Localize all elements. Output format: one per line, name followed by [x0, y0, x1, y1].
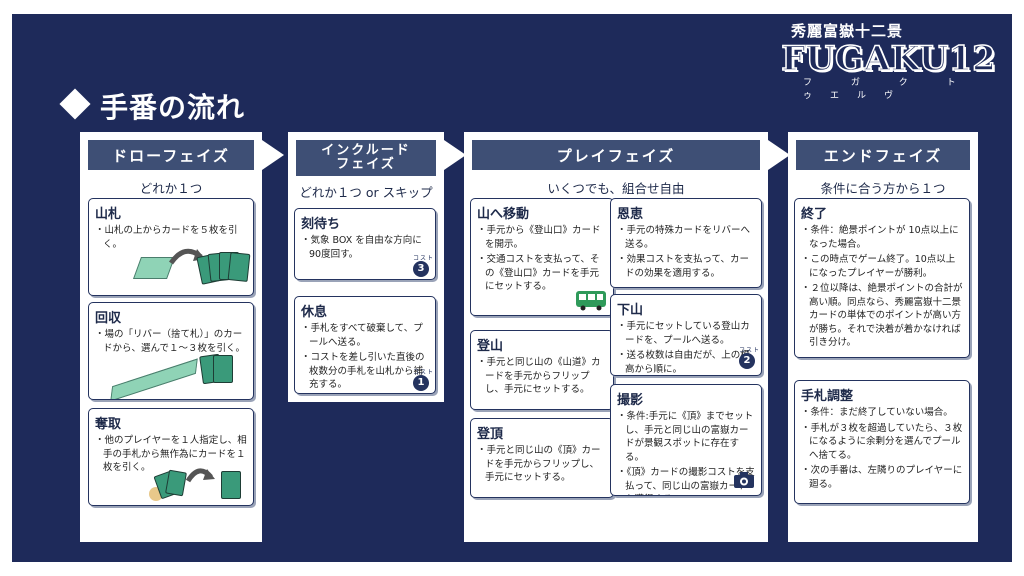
action-text: ・手元の特殊カードをリバーへ送る。	[617, 225, 751, 250]
action-box-yama-ido: 山へ移動 ・手元から《登山口》カードを開示。 ・交通コストを支払って、その《登山…	[470, 198, 614, 316]
action-text: ・送る枚数は自由だが、上の標高から順に。	[617, 350, 750, 375]
action-text: ・この時点でゲーム終了。10点以上になったプレイヤーが勝利。	[801, 254, 956, 279]
draw-deck-illustration	[132, 245, 251, 293]
logo-ruby: フ ガ ク トゥエルヴ	[803, 78, 974, 101]
action-text: ・コストを差し引いた直後の枚数分の手札を山札から補充する。	[301, 352, 425, 390]
action-title: 休息	[301, 305, 328, 320]
diamond-icon	[59, 88, 91, 120]
bus-icon	[576, 291, 606, 311]
action-text: ・山札の上からカードを５枚を引く。	[95, 225, 238, 250]
action-title: 手札調整	[801, 389, 854, 404]
action-text: ・手札が３枚を超過していたら、３枚になるように余剰分を選んでプールへ捨てる。	[801, 422, 963, 461]
action-title: 奪取	[95, 417, 122, 432]
action-text: ・手元から《登山口》カードを開示。	[477, 225, 601, 250]
action-text: ・交通コストを支払って、その《登山口》カードを手元にセットする。	[477, 254, 600, 292]
action-title: 山へ移動	[477, 207, 530, 222]
action-box-gezan: 下山 ・手元にセットしている登山カードを、プールへ送る。 ・送る枚数は自由だが、…	[610, 294, 762, 376]
action-text: ・手元と同じ山の《頂》カードを手元からフリップし、手元にセットする。	[477, 445, 601, 483]
action-title: 登山	[477, 339, 504, 354]
action-text: ・《頂》カードの撮影コストを支払って、同じ山の富嶽カードを獲得する。	[617, 467, 755, 495]
phase-header-draw: ドローフェイズ	[88, 140, 254, 170]
action-title: 登頂	[477, 427, 504, 442]
action-text: ・他のプレイヤーを１人指定し、相手の手札から無作為にカードを１枚を引く。	[95, 435, 247, 473]
action-text: ・手元と同じ山の《山道》カードを手元からフリップし、手元にセットする。	[477, 357, 601, 395]
arrow-right-icon	[768, 140, 790, 170]
action-text: ・気象 BOX を自由な方向に 90度回す。	[301, 235, 422, 260]
phase-header-play: プレイフェイズ	[472, 140, 760, 170]
phase-sub-play: いくつでも、組合せ自由	[547, 181, 685, 196]
action-text: ・条件：まだ終了していない場合。	[801, 407, 953, 418]
panel-play: プレイフェイズ いくつでも、組合せ自由 山へ移動 ・手元から《登山口》カードを開…	[464, 132, 768, 542]
phase-header-include: インクルード フェイズ	[296, 140, 436, 176]
action-text: ・場の「リバー（捨て札）」のカードから、選んで１〜３枚を引く。	[95, 329, 246, 354]
action-text: ・条件：絶景ポイントが 10点以上になった場合。	[801, 225, 959, 250]
action-box-tozan: 登山 ・手元と同じ山の《山道》カードを手元からフリップし、手元にセットする。	[470, 330, 614, 410]
camera-icon	[734, 472, 754, 488]
cost-label: コスト	[413, 255, 435, 262]
action-box-shuryo: 終了 ・条件：絶景ポイントが 10点以上になった場合。 ・この時点でゲーム終了。…	[794, 198, 970, 358]
logo-subtitle: 秀麗富嶽十二景	[791, 22, 904, 40]
panel-end: エンドフェイズ 条件に合う方から１つ 終了 ・条件：絶景ポイントが 10点以上に…	[788, 132, 978, 542]
action-box-satsuei: 撮影 ・条件:手元に《頂》までセットし、手元と同じ山の富嶽カードが景観スポットに…	[610, 384, 762, 496]
action-box-yamafuda: 山札 ・山札の上からカードを５枚を引く。	[88, 198, 254, 296]
slide-background: 手番の流れ 秀麗富嶽十二景 FUGAKU12 フ ガ ク トゥエルヴ ドローフェ…	[12, 14, 1012, 562]
action-text: ・２位以降は、絶景ポイントの合計が高い順。同点なら、秀麗富嶽十二景カードの単体で…	[801, 283, 963, 348]
logo-main: FUGAKU12	[780, 39, 996, 79]
action-box-dasshu: 奪取 ・他のプレイヤーを１人指定し、相手の手札から無作為にカードを１枚を引く。	[88, 408, 254, 506]
arrow-right-icon	[444, 140, 466, 170]
panel-include: インクルード フェイズ どれか１つ or スキップ 刻待ち ・気象 BOX を自…	[288, 132, 444, 402]
steal-illustration	[149, 465, 249, 503]
action-title: 下山	[617, 303, 644, 318]
cost-label: コスト	[413, 369, 435, 376]
action-box-tefuda-chosei: 手札調整 ・条件：まだ終了していない場合。 ・手札が３枚を超過していたら、３枚に…	[794, 380, 970, 504]
phase-sub-include: どれか１つ or スキップ	[299, 185, 433, 200]
phase-header-end: エンドフェイズ	[796, 140, 970, 170]
cost-badge-icon: 1	[413, 375, 429, 391]
logo: 秀麗富嶽十二景 FUGAKU12 フ ガ ク トゥエルヴ	[780, 20, 996, 101]
action-text: ・効果コストを支払って、カードの効果を適用する。	[617, 254, 750, 279]
action-text: ・条件:手元に《頂》までセットし、手元と同じ山の富嶽カードが景観スポットに存在す…	[617, 411, 754, 463]
page-title-text: 手番の流れ	[100, 91, 246, 124]
arrow-right-icon	[262, 140, 284, 170]
action-box-tocho: 登頂 ・手元と同じ山の《頂》カードを手元からフリップし、手元にセットする。	[470, 418, 614, 498]
cost-label: コスト	[739, 347, 761, 354]
action-title: 撮影	[617, 393, 644, 408]
action-title: 山札	[95, 207, 122, 222]
panel-draw: ドローフェイズ どれか１つ 山札 ・山札の上からカードを５枚を引く。 回収 ・場…	[80, 132, 262, 542]
action-box-kaishu: 回収 ・場の「リバー（捨て札）」のカードから、選んで１〜３枚を引く。	[88, 302, 254, 400]
action-title: 回収	[95, 311, 122, 326]
action-title: 恩恵	[617, 207, 644, 222]
action-title: 終了	[801, 207, 828, 222]
action-text: ・次の手番は、左隣りのプレイヤーに廻る。	[801, 465, 963, 490]
action-text: ・手元にセットしている登山カードを、プールへ送る。	[617, 321, 750, 346]
river-collect-illustration	[109, 353, 249, 399]
page-title: 手番の流れ	[59, 86, 246, 126]
action-box-tokimachi: 刻待ち ・気象 BOX を自由な方向に 90度回す。 コスト 3	[294, 208, 436, 280]
cost-badge-icon: 2	[739, 353, 755, 369]
action-text: ・手札をすべて破棄して、プールへ送る。	[301, 323, 423, 348]
cost-badge-icon: 3	[413, 261, 429, 277]
phase-sub-end: 条件に合う方から１つ	[820, 181, 946, 196]
action-box-kyusoku: 休息 ・手札をすべて破棄して、プールへ送る。 ・コストを差し引いた直後の枚数分の…	[294, 296, 436, 394]
phase-sub-draw: どれか１つ	[139, 181, 203, 196]
action-box-onkei: 恩恵 ・手元の特殊カードをリバーへ送る。 ・効果コストを支払って、カードの効果を…	[610, 198, 762, 288]
action-title: 刻待ち	[301, 217, 341, 232]
